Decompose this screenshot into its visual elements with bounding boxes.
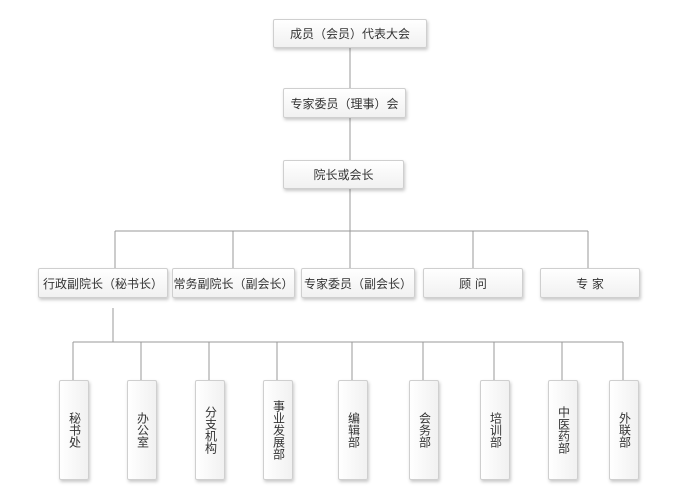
- dept-tcm: 中医药部: [548, 380, 578, 480]
- dept-editorial: 编辑部: [338, 380, 368, 480]
- node-executive-vice-president: 行政副院长（秘书长）: [38, 268, 168, 298]
- node-member-assembly: 成员（会员）代表大会: [273, 19, 427, 48]
- dept-conference-affairs: 会务部: [409, 380, 439, 480]
- node-expert: 专 家: [540, 268, 640, 298]
- dept-secretariat: 秘书处: [59, 380, 89, 480]
- node-president: 院长或会长: [283, 160, 404, 189]
- dept-branch-organizations: 分支机构: [195, 380, 225, 480]
- node-standing-vice-president: 常务副院长（副会长）: [172, 268, 295, 298]
- dept-office: 办公室: [127, 380, 157, 480]
- dept-training: 培训部: [480, 380, 510, 480]
- dept-business-development: 事业发展部: [263, 380, 293, 480]
- node-expert-vice-chair: 专家委员（副会长）: [301, 268, 415, 298]
- dept-external-liaison: 外联部: [609, 380, 639, 480]
- node-expert-council: 专家委员（理事）会: [283, 88, 406, 118]
- node-advisor: 顾 问: [423, 268, 523, 298]
